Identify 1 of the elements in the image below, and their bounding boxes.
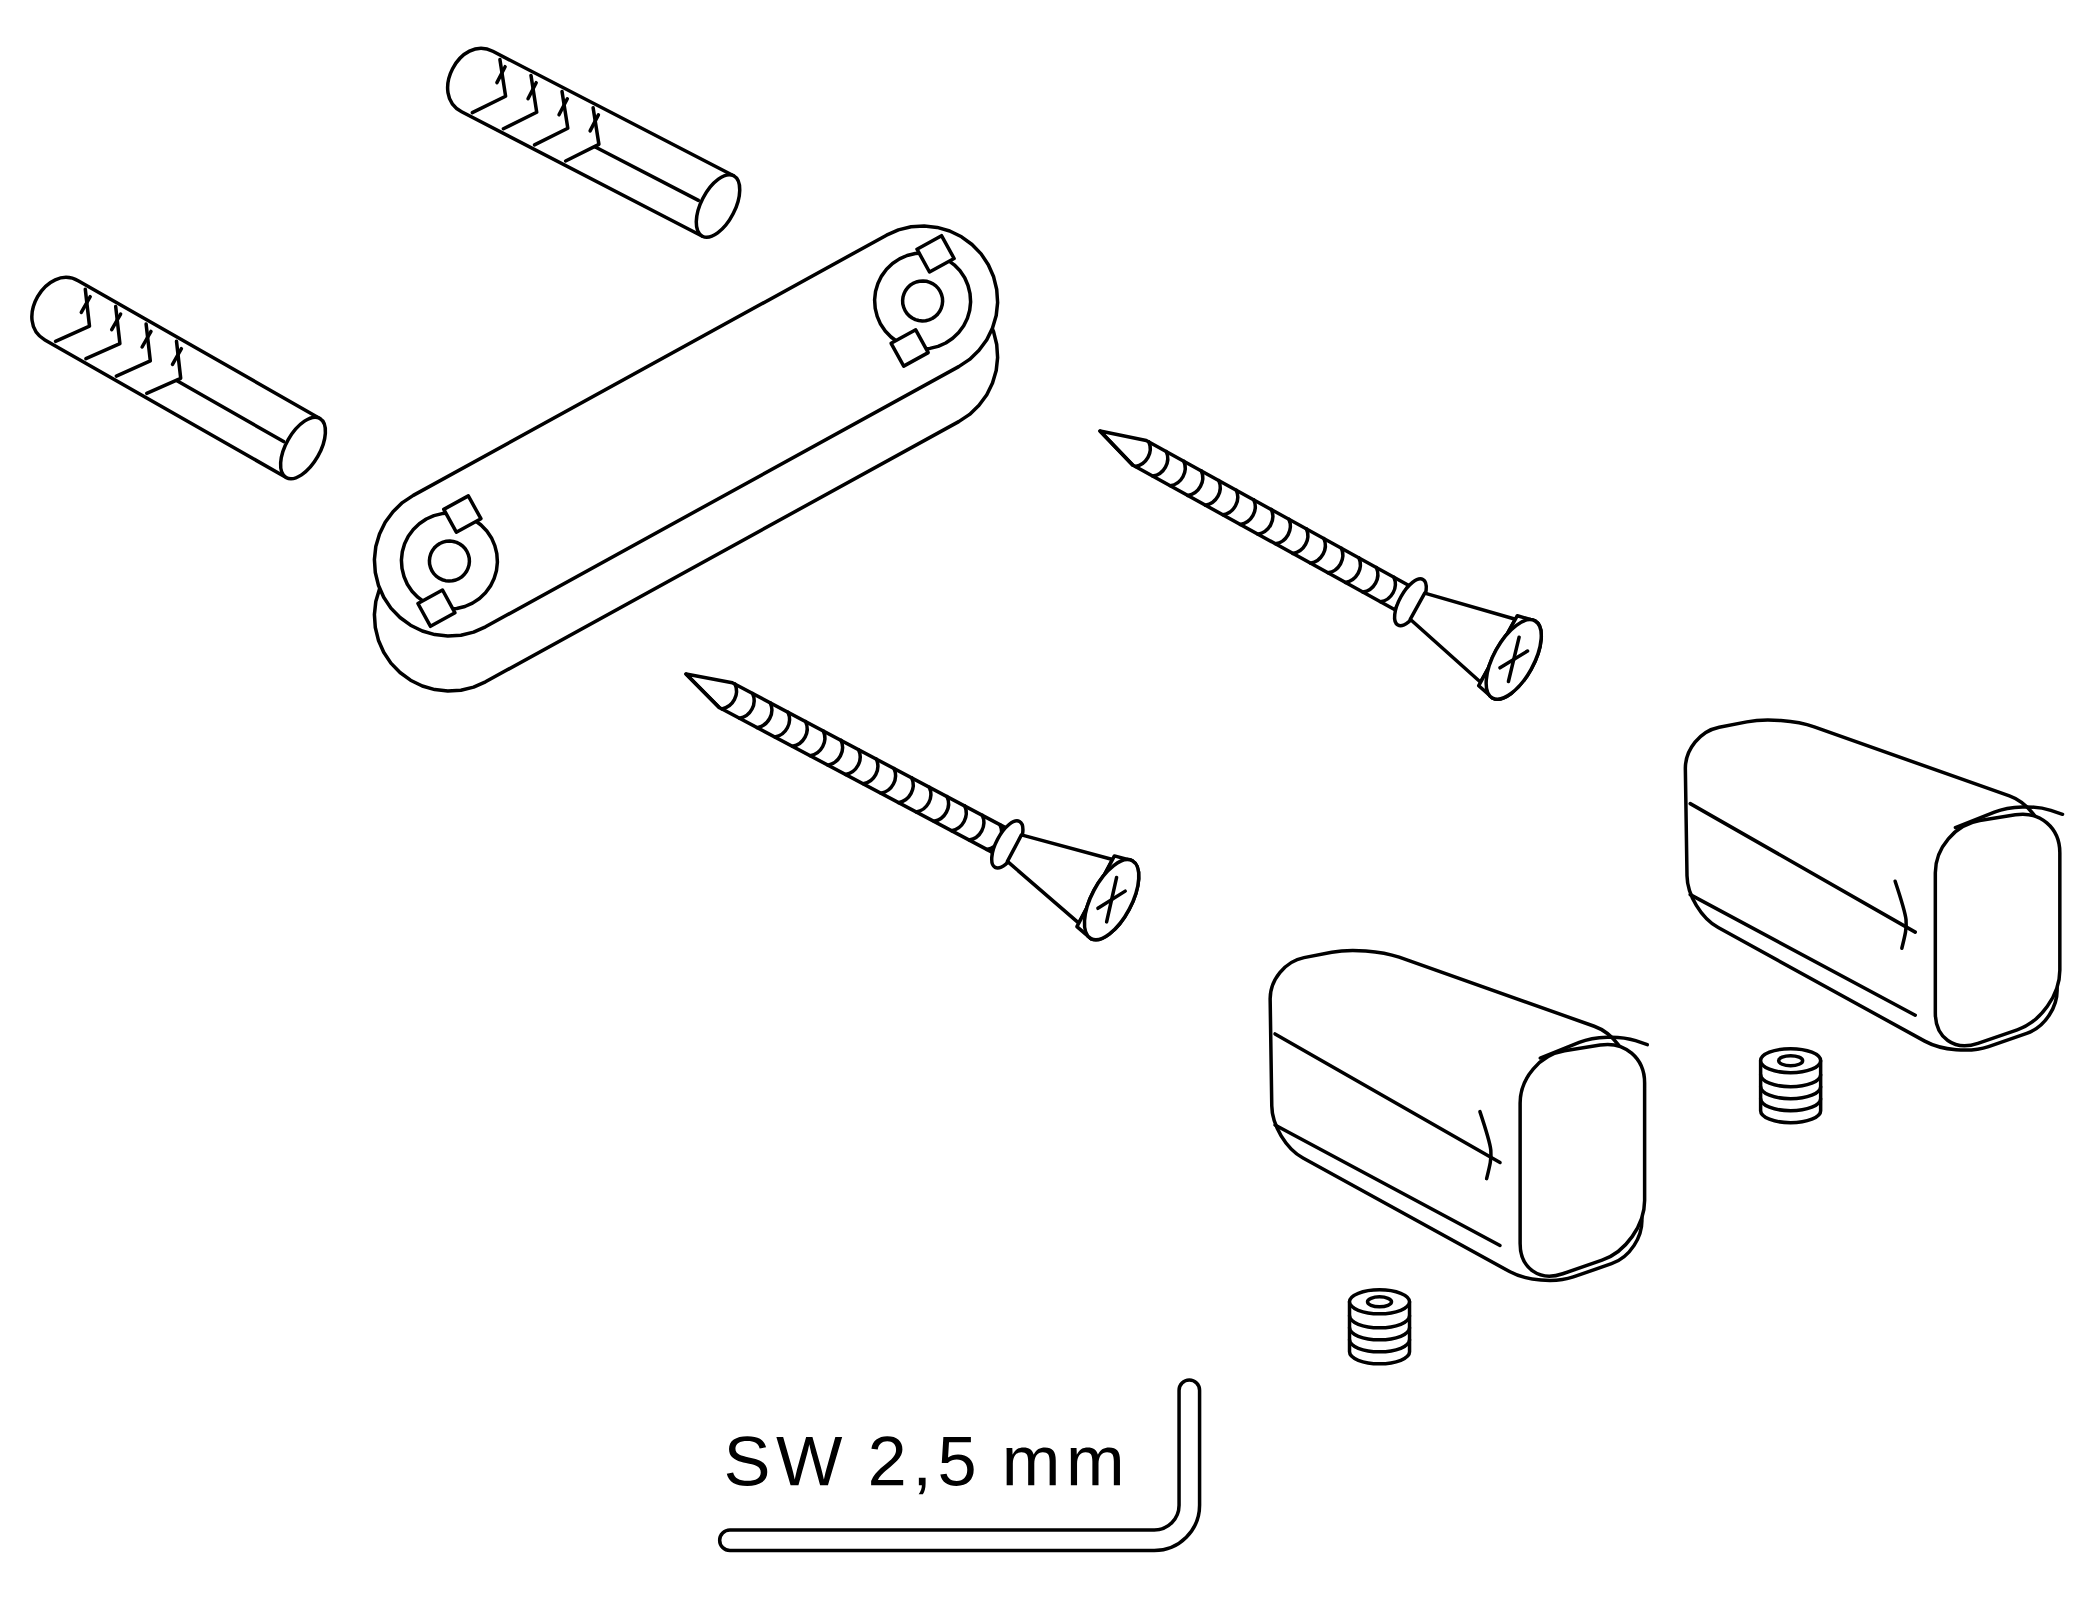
dimension-label: SW 2,5 mm — [726, 1436, 1120, 1495]
